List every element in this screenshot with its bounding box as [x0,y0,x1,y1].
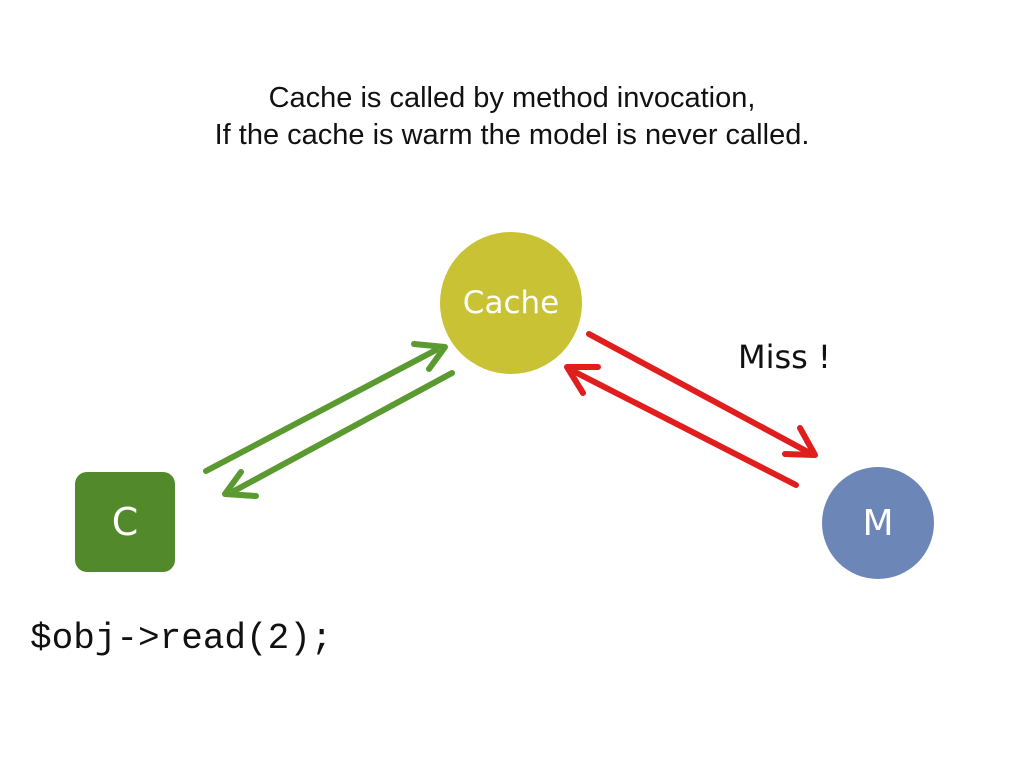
cache-node: Cache [440,232,582,374]
arrow-controller-to-cache [203,347,439,474]
arrow-cache-to-model [586,331,811,455]
arrowhead-cache-to-controller [222,469,259,499]
controller-node-label: C [111,500,139,544]
arrowhead-controller-to-cache [411,341,448,372]
code-snippet: $obj->read(2); [30,618,333,659]
miss-label: Miss ! [738,338,831,376]
arrow-model-to-cache [572,369,799,488]
title-line-1: Cache is called by method invocation, [268,82,756,114]
slide-title: Cache is called by method invocation, If… [0,80,1024,154]
arrowhead-cache-to-model [782,425,818,458]
model-node: M [822,467,934,579]
controller-node: C [75,472,175,572]
cache-node-label: Cache [462,285,560,321]
title-line-2: If the cache is warm the model is never … [214,119,810,151]
model-node-label: M [862,502,894,544]
arrow-cache-to-controller [231,370,455,494]
arrowhead-model-to-cache [564,364,601,396]
